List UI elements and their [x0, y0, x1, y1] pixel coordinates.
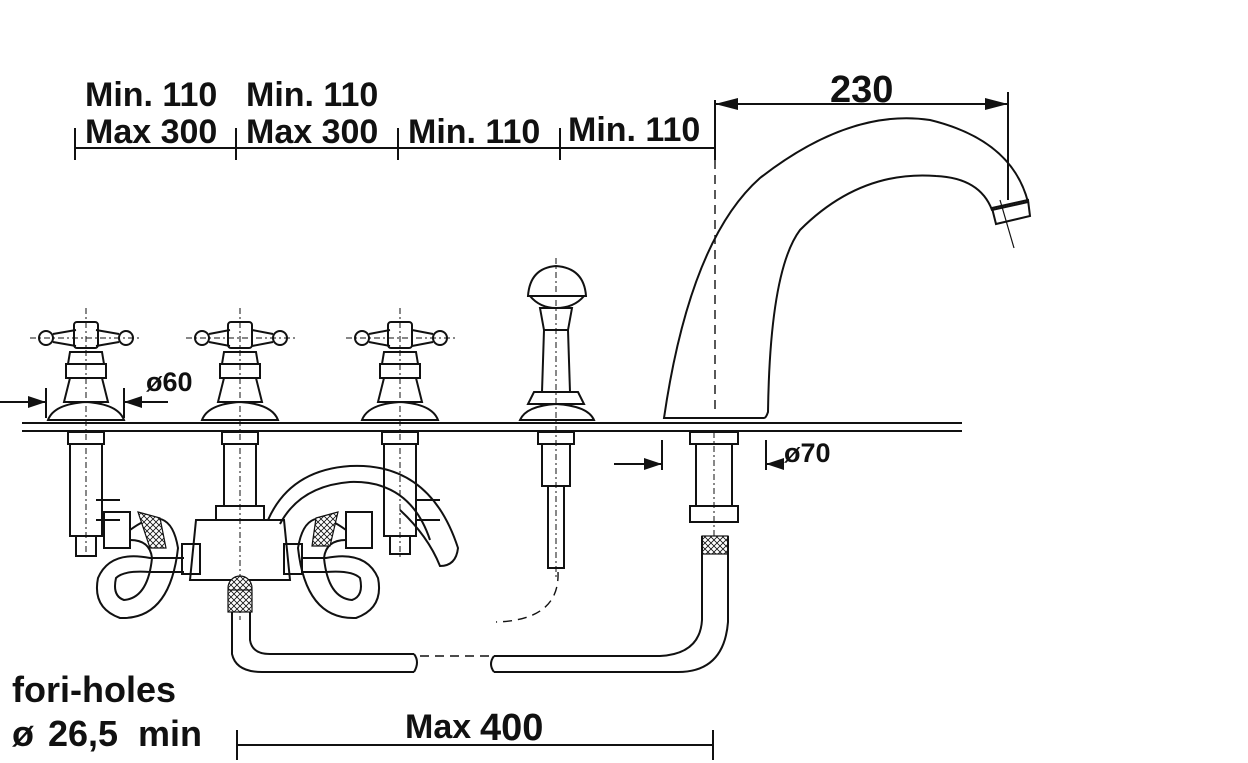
cross-handle-valve-left: [30, 308, 140, 560]
dim-label-2-min: Min. 110: [246, 76, 378, 114]
dim-label-1-max: Max 300: [85, 113, 217, 151]
holes-note-diameter-value: 26,5: [48, 713, 118, 754]
overall-width-value: 400: [480, 707, 543, 749]
diameter-60-label: ø60: [146, 367, 193, 397]
spout-reach-label: 230: [830, 69, 893, 111]
dim-label-3: Min. 110: [408, 113, 540, 151]
hand-shower: [495, 258, 596, 623]
holes-note: fori-holes ø 26,5 min: [12, 669, 202, 754]
diameter-70-marker: ø70: [614, 438, 831, 470]
flexible-hoses: [96, 464, 460, 620]
cross-handle-valve-right: [346, 308, 456, 560]
diameter-60-marker: ø60: [0, 367, 193, 418]
dim-label-4: Min. 110: [568, 111, 700, 149]
diameter-70-label: ø70: [784, 438, 831, 468]
holes-note-title: fori-holes: [12, 669, 176, 710]
overall-width-dimension: Max 400: [236, 707, 714, 760]
cross-handle-valve-center: [181, 308, 303, 620]
holes-note-min: min: [138, 713, 202, 754]
top-dimension-chain: Min. 110 Max 300 Min. 110 Max 300 Min. 1…: [74, 76, 716, 160]
deck-surface: [22, 422, 962, 432]
spout-reach-dimension: 230: [714, 69, 1009, 412]
dim-label-2-max: Max 300: [246, 113, 378, 151]
holes-note-diameter-symbol: ø: [12, 713, 34, 754]
spout: [490, 117, 1032, 673]
overall-width-prefix: Max: [405, 708, 471, 746]
outlet-pipe: [231, 612, 494, 673]
dim-label-1-min: Min. 110: [85, 76, 217, 114]
